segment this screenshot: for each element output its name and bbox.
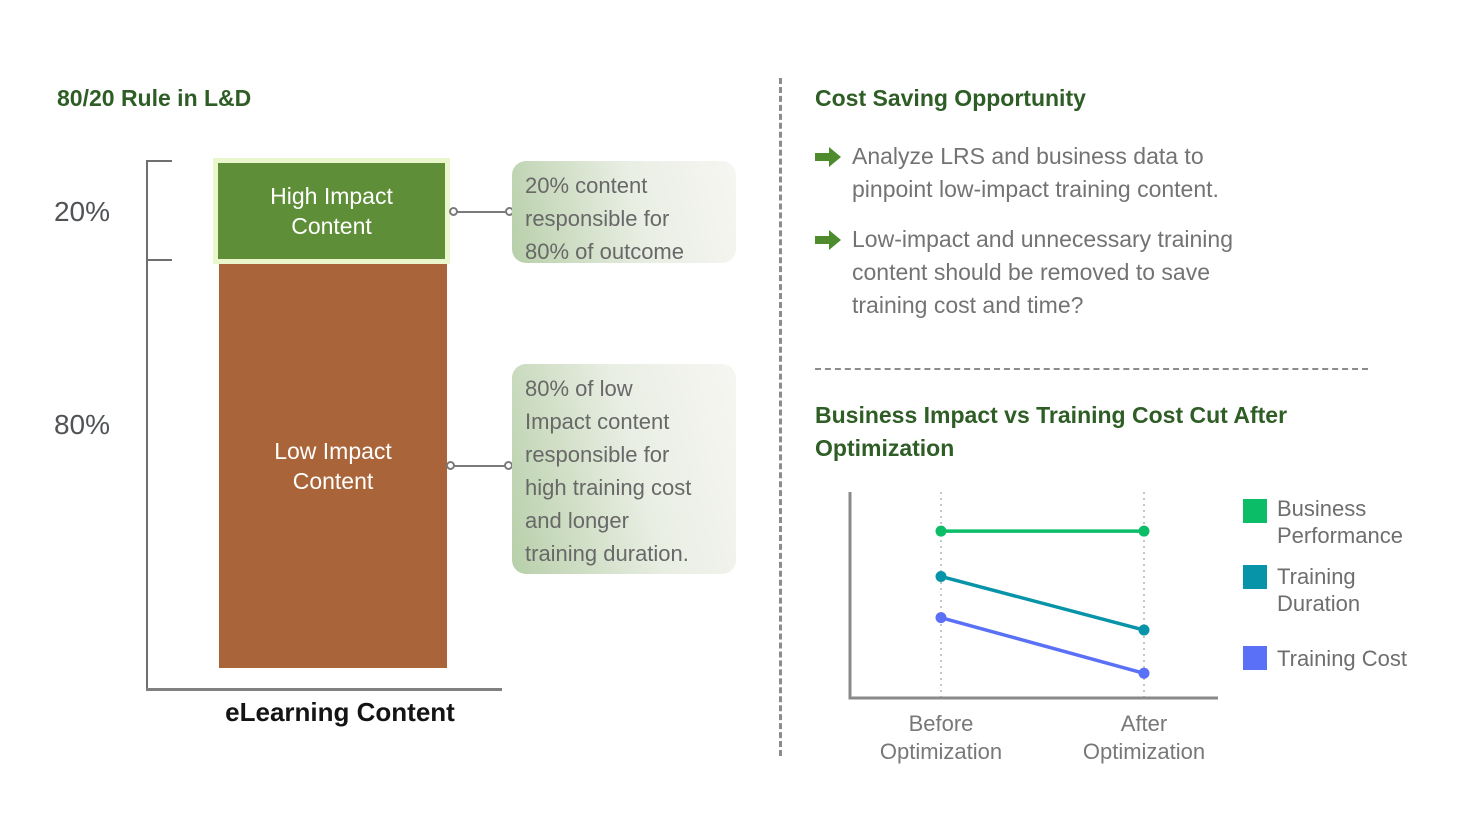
low-impact-bar: Low Impact Content xyxy=(219,264,447,668)
low-impact-bar-label: Low Impact Content xyxy=(274,438,392,494)
callout-2-connector-line xyxy=(450,465,512,467)
arrow-right-icon-shape xyxy=(815,230,841,250)
tick-before-optimization: Before Optimization xyxy=(879,711,1003,764)
bullet-remove-low-impact: Low-impact and unnecessary training cont… xyxy=(852,226,1233,318)
line-chart-title: Business Impact vs Training Cost Cut Aft… xyxy=(815,402,1288,461)
high-impact-bar: High Impact Content xyxy=(213,158,450,264)
tick-after-optimization: After Optimization xyxy=(1082,711,1206,764)
vertical-dashed-divider xyxy=(779,78,782,756)
left-chart-x-axis-title: eLearning Content xyxy=(225,697,455,727)
callout-80-percent: 80% of low Impact content responsible fo… xyxy=(512,364,736,574)
horizontal-dashed-divider xyxy=(815,368,1368,370)
arrow-right-icon-shape xyxy=(815,147,841,167)
y-axis-label-20: 20% xyxy=(53,196,111,227)
legend-swatch-training-duration xyxy=(1243,565,1267,589)
high-impact-bar-label: High Impact Content xyxy=(270,183,393,239)
arrow-right-icon xyxy=(815,147,841,167)
bullet-analyze-lrs: Analyze LRS and business data to pinpoin… xyxy=(852,143,1219,202)
x-axis-line xyxy=(146,688,502,691)
callout-20-percent: 20% content responsible for 80% of outco… xyxy=(512,161,736,264)
callout-2-connector-node-left xyxy=(446,461,455,470)
legend-swatch-business-performance xyxy=(1243,499,1267,523)
left-panel-title: 80/20 Rule in L&D xyxy=(57,85,252,111)
legend-swatch-training-cost xyxy=(1243,646,1267,670)
legend-label-business-performance: Business Performance xyxy=(1277,496,1403,548)
right-panel-title: Cost Saving Opportunity xyxy=(815,85,1086,111)
y-axis-label-80: 80% xyxy=(53,409,111,440)
legend-label-training-cost: Training Cost xyxy=(1277,646,1408,671)
callout-1-connector-line xyxy=(452,211,512,213)
legend-label-training-duration: Training Duration xyxy=(1277,564,1361,616)
line-chart-svg xyxy=(848,492,1218,700)
y-axis-tick-mid xyxy=(146,259,172,261)
y-axis-line xyxy=(146,160,148,690)
arrow-right-icon xyxy=(815,230,841,250)
y-axis-tick-top xyxy=(146,160,172,162)
callout-1-connector-node-left xyxy=(449,207,458,216)
